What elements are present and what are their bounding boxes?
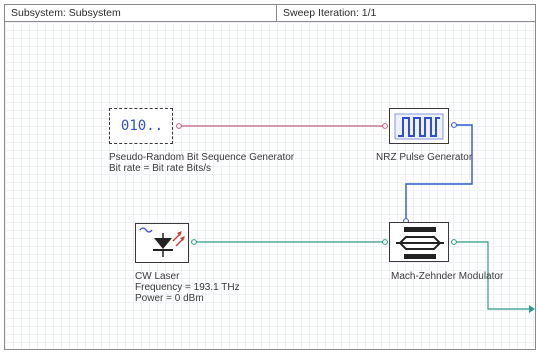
laser-diode-icon bbox=[139, 227, 185, 257]
prbs-out-port bbox=[176, 123, 182, 129]
prbs-generator-block[interactable]: 010.. bbox=[109, 108, 173, 144]
cw-frequency: Frequency = 193.1 THz bbox=[135, 282, 240, 293]
mzm-in-port bbox=[382, 239, 388, 245]
cw-power: Power = 0 dBm bbox=[135, 293, 204, 304]
layout-header: Subsystem: Subsystem Sweep Iteration: 1/… bbox=[5, 5, 535, 22]
nrz-name: NRZ Pulse Generator bbox=[376, 152, 473, 163]
cw-out-port bbox=[191, 239, 197, 245]
prbs-name: Pseudo-Random Bit Sequence Generator bbox=[109, 152, 295, 163]
sweep-iteration: Sweep Iteration: 1/1 bbox=[283, 7, 377, 19]
connection-wires bbox=[176, 122, 535, 313]
mzm-out-port bbox=[451, 239, 457, 245]
nrz-to-mzm-wire bbox=[405, 124, 473, 218]
nrz-in-port bbox=[382, 123, 388, 129]
mzm-output-wire bbox=[451, 241, 530, 310]
schematic-canvas[interactable]: 010.. Pseudo-Random Bit Sequence Generat… bbox=[5, 22, 535, 349]
schematic-window: Subsystem: Subsystem Sweep Iteration: 1/… bbox=[4, 4, 536, 350]
mzm-output-arrow bbox=[529, 305, 535, 313]
prbs-icon: 010.. bbox=[120, 118, 164, 134]
mzm-name: Mach-Zehnder Modulator bbox=[391, 271, 504, 282]
prbs-bitrate: Bit rate = Bit rate Bits/s bbox=[109, 163, 211, 174]
cw-name: CW Laser bbox=[135, 271, 180, 282]
subsystem-title: Subsystem: Subsystem bbox=[5, 5, 277, 21]
cw-laser-block[interactable] bbox=[135, 223, 189, 263]
nrz-out-port bbox=[451, 122, 457, 128]
square-wave-icon bbox=[394, 113, 444, 140]
mach-zehnder-block[interactable] bbox=[389, 222, 449, 262]
modulator-icon bbox=[396, 227, 444, 259]
nrz-pulse-generator-block[interactable] bbox=[389, 108, 449, 144]
